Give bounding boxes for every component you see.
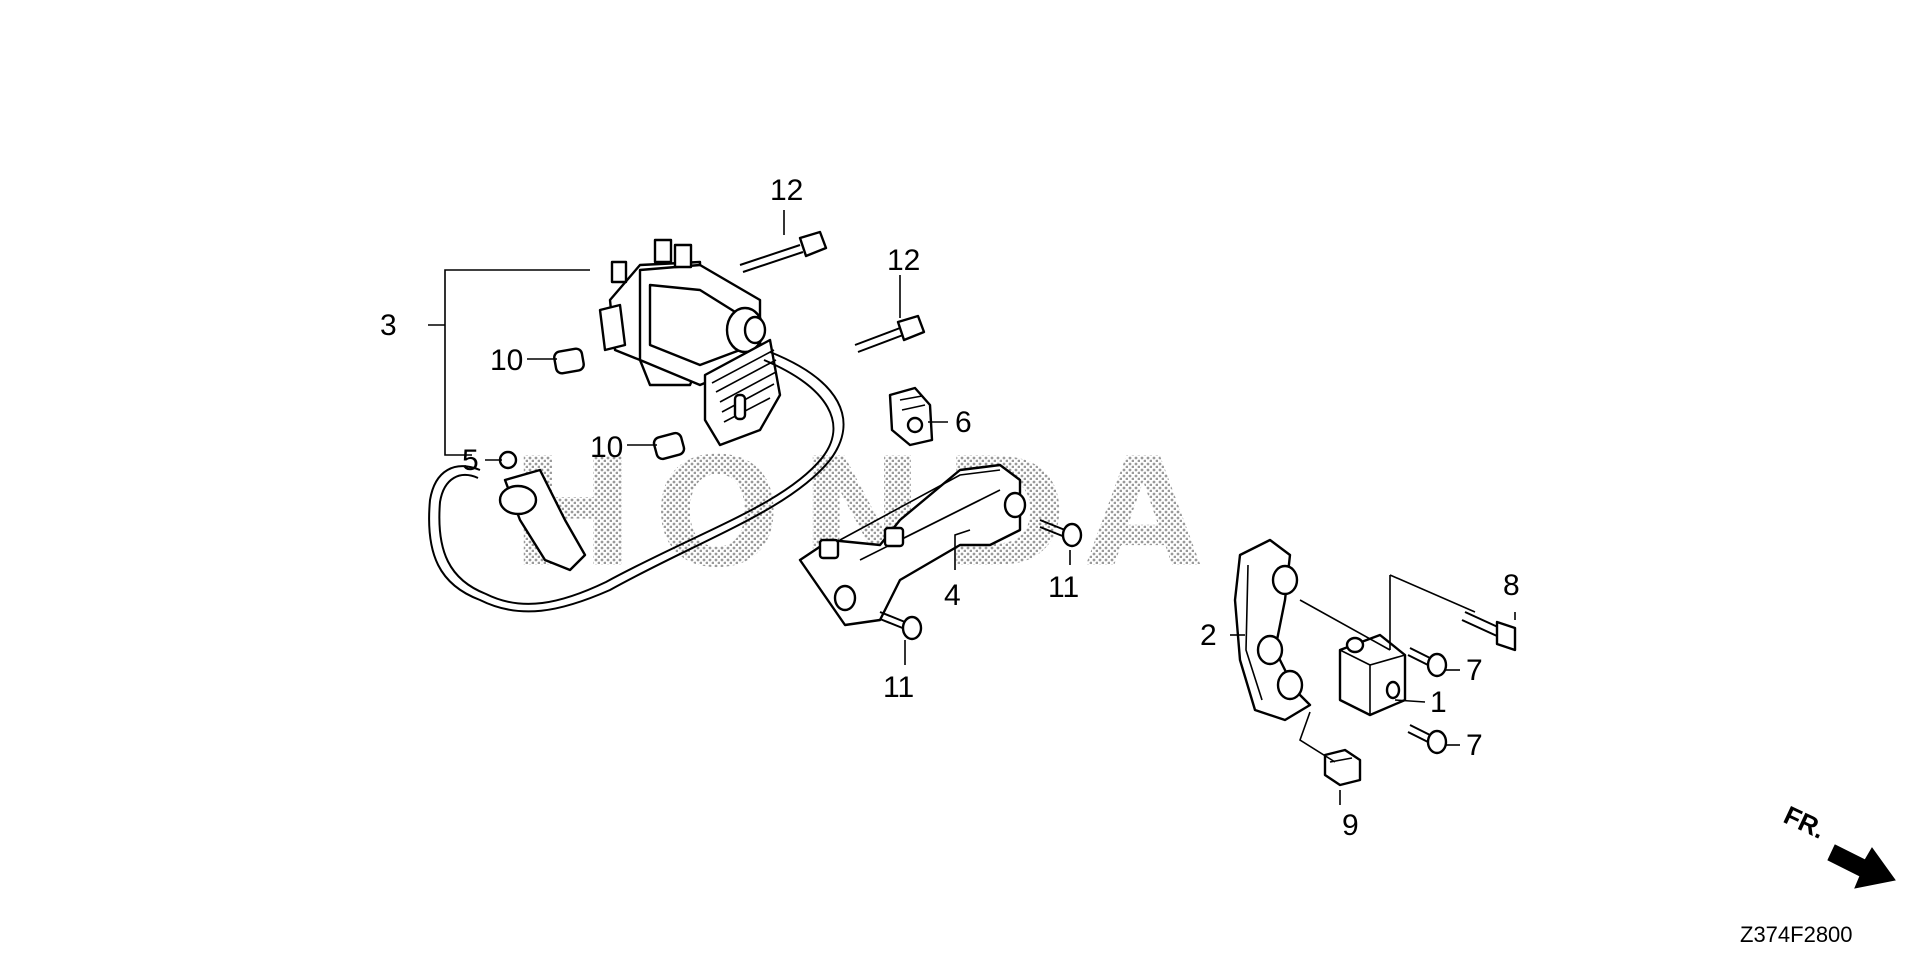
callout-1: 1: [1430, 686, 1447, 719]
bolt-7-lower: [1407, 724, 1448, 755]
screw-11-left: [879, 611, 923, 641]
callout-5: 5: [462, 444, 479, 477]
plate-2: [1233, 538, 1312, 722]
bolt-12-lower: [854, 314, 926, 353]
callout-4: 4: [944, 579, 961, 612]
callout-11-right: 11: [1048, 571, 1079, 604]
bolt-12-upper: [739, 230, 828, 273]
callout-8: 8: [1503, 569, 1520, 602]
front-arrow-icon: [1827, 844, 1896, 889]
clip-9: [1323, 748, 1362, 787]
screw-11-right: [1039, 519, 1083, 548]
callout-7-upper: 7: [1466, 654, 1483, 687]
sensor-1: [1338, 633, 1407, 717]
callout-11-left: 11: [883, 671, 914, 704]
callout-10-upper: 10: [490, 344, 523, 377]
front-direction-indicator: FR.: [1779, 800, 1896, 889]
callout-7-lower: 7: [1466, 729, 1483, 762]
callout-12-lower: 12: [887, 244, 920, 277]
callout-6: 6: [955, 406, 972, 439]
actuator-assembly: [428, 238, 845, 613]
front-label: FR.: [1779, 800, 1830, 845]
diagram-code: Z374F2800: [1740, 922, 1853, 947]
bolt-8: [1461, 611, 1517, 652]
callout-2: 2: [1200, 619, 1217, 652]
callout-12-upper: 12: [770, 174, 803, 207]
callout-3: 3: [380, 309, 397, 342]
callout-9: 9: [1342, 809, 1359, 842]
leader-lines: [428, 210, 1516, 805]
grommet-6: [888, 386, 934, 447]
bolt-7-upper: [1407, 647, 1448, 678]
callout-10-lower: 10: [590, 431, 623, 464]
